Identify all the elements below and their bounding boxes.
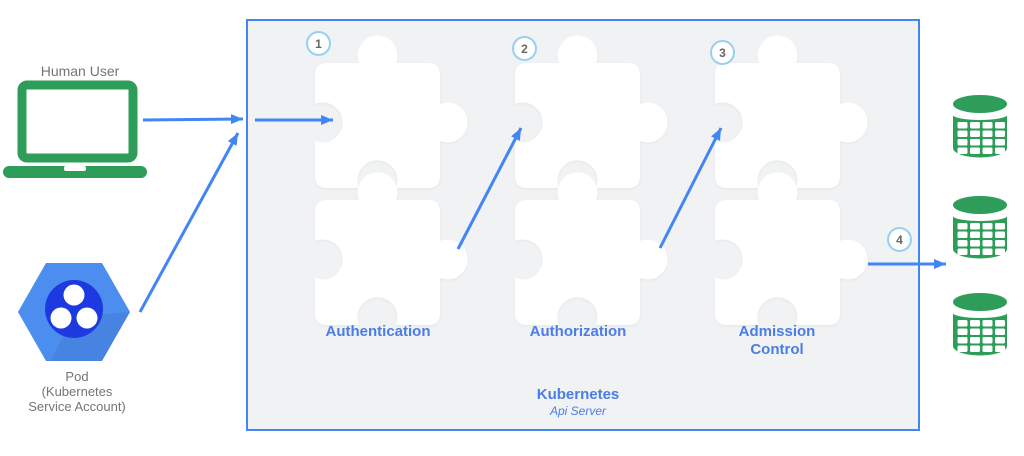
step-badge-3: 3 <box>710 40 735 65</box>
database-cylinder-icon-1 <box>953 95 1007 158</box>
human-user-label: Human User <box>40 63 120 79</box>
database-cylinder-icon-3 <box>953 293 1007 356</box>
laptop-icon <box>3 80 147 178</box>
module-label-authorization: Authorization <box>529 323 627 340</box>
pod-label-line1: Pod <box>65 369 89 384</box>
caption-subtitle: Api Server <box>549 404 607 418</box>
step-badge-4: 4 <box>887 227 912 252</box>
module-label-admission-control: Admission Control <box>738 323 816 358</box>
database-cylinder-icon-2 <box>953 196 1007 259</box>
pod-label-line3: Service Account) <box>28 399 126 414</box>
step-badge-1: 1 <box>306 31 331 56</box>
pod-label: Pod (Kubernetes Service Account) <box>7 369 147 414</box>
pod-hexagon-icon <box>18 263 130 361</box>
pod-label-line2: (Kubernetes <box>41 384 113 399</box>
api-server-caption: Kubernetes Api Server <box>478 386 678 418</box>
caption-title: Kubernetes <box>536 386 620 403</box>
arrow-pod-to-apiserver <box>138 132 240 313</box>
module-label-authentication: Authentication <box>325 323 431 340</box>
arrow-human-to-apiserver <box>142 114 244 125</box>
step-badge-2: 2 <box>512 36 537 61</box>
